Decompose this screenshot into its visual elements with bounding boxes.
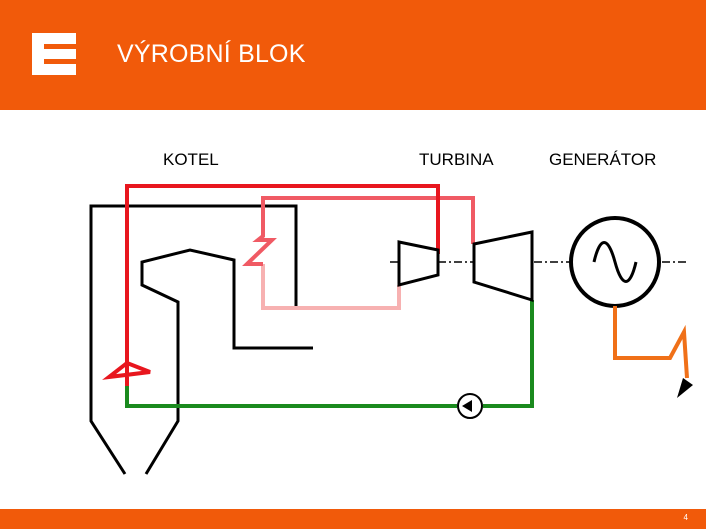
reheat-cold-line [261,264,401,310]
output-arrow-icon [677,378,693,398]
turbine-label: TURBINA [419,150,494,169]
hp-turbine-icon [397,240,440,287]
feed-pump-icon [457,393,483,419]
generator-icon [569,216,661,308]
lp-turbine-icon [472,230,534,303]
page-number: 4 [683,513,688,522]
feedwater-line [483,300,534,408]
live-steam-line [102,184,440,390]
boiler-outline [89,204,313,475]
footer-bar: 4 [0,509,706,529]
boiler-label: KOTEL [163,150,219,169]
feedwater-line-return [125,386,457,408]
cez-logo-icon [32,33,76,75]
generator-output-line [613,306,689,379]
header-bar: VÝROBNÍ BLOK [0,0,706,110]
generator-label: GENERÁTOR [549,150,657,169]
page-title: VÝROBNÍ BLOK [117,40,306,68]
